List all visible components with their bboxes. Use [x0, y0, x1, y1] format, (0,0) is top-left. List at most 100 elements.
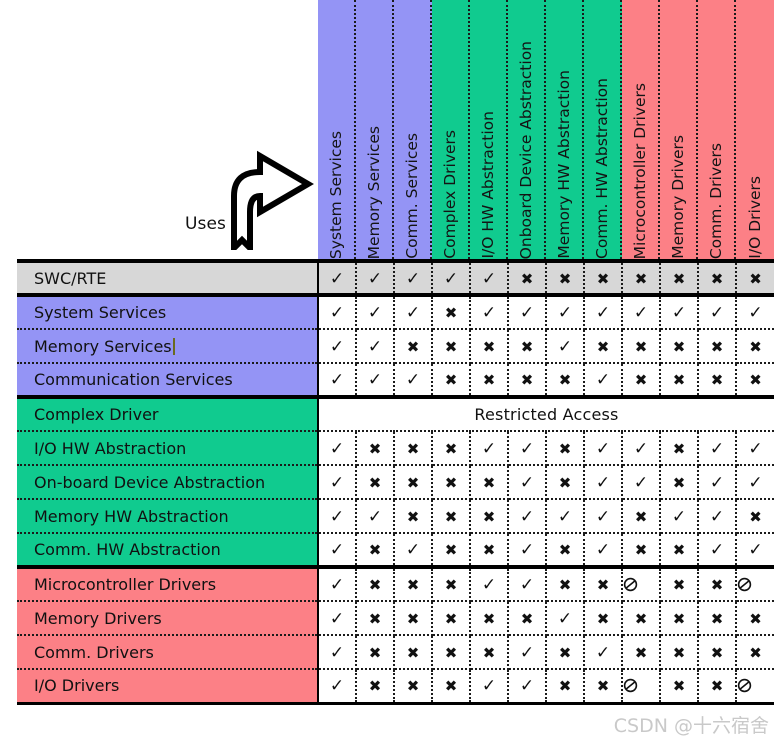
cell-allowed[interactable]: ✓ [508, 431, 547, 466]
cell-not-allowed[interactable]: ✖ [736, 499, 774, 534]
cell-allowed[interactable]: ✓ [394, 533, 433, 568]
cell-not-allowed[interactable]: ✖ [394, 635, 433, 670]
cell-allowed[interactable]: ✓ [394, 293, 433, 330]
row-label[interactable]: Microcontroller Drivers [17, 565, 319, 602]
cell-not-allowed[interactable]: ✖ [508, 363, 547, 398]
cell-allowed[interactable]: ✓ [318, 259, 357, 296]
cell-not-allowed[interactable]: ✖ [432, 669, 471, 703]
row-label[interactable]: Comm. HW Abstraction [17, 533, 319, 568]
cell-not-allowed[interactable]: ✖ [660, 565, 699, 602]
cell-allowed[interactable]: ✓ [318, 565, 357, 602]
cell-allowed[interactable]: ✓ [508, 533, 547, 568]
cell-not-allowed[interactable]: ✖ [736, 601, 774, 636]
cell-not-allowed[interactable]: ✖ [584, 565, 623, 602]
cell-not-allowed[interactable]: ✖ [394, 465, 433, 500]
cell-not-allowed[interactable]: ✖ [470, 329, 509, 364]
cell-allowed[interactable]: ✓ [318, 499, 357, 534]
cell-not-allowed[interactable]: ✖ [584, 669, 623, 703]
row-label[interactable]: Memory Drivers [17, 601, 319, 636]
cell-allowed[interactable]: ✓ [356, 259, 395, 296]
cell-allowed[interactable]: ✓ [394, 363, 433, 398]
cell-not-allowed[interactable]: ✖ [356, 669, 395, 703]
cell-allowed[interactable]: ✓ [318, 329, 357, 364]
cell-forbidden[interactable] [622, 669, 661, 703]
cell-allowed[interactable]: ✓ [318, 431, 357, 466]
cell-allowed[interactable]: ✓ [546, 601, 585, 636]
cell-allowed[interactable]: ✓ [470, 431, 509, 466]
cell-not-allowed[interactable]: ✖ [508, 259, 547, 296]
cell-not-allowed[interactable]: ✖ [432, 499, 471, 534]
cell-not-allowed[interactable]: ✖ [394, 499, 433, 534]
cell-not-allowed[interactable]: ✖ [356, 635, 395, 670]
cell-not-allowed[interactable]: ✖ [470, 499, 509, 534]
row-label[interactable]: Comm. Drivers [17, 635, 319, 670]
cell-not-allowed[interactable]: ✖ [622, 635, 661, 670]
cell-not-allowed[interactable]: ✖ [660, 363, 699, 398]
cell-not-allowed[interactable]: ✖ [660, 431, 699, 466]
cell-not-allowed[interactable]: ✖ [698, 669, 737, 703]
cell-allowed[interactable]: ✓ [584, 363, 623, 398]
cell-forbidden[interactable] [736, 669, 774, 703]
cell-allowed[interactable]: ✓ [622, 293, 661, 330]
cell-not-allowed[interactable]: ✖ [546, 533, 585, 568]
cell-not-allowed[interactable]: ✖ [698, 259, 737, 296]
cell-allowed[interactable]: ✓ [622, 465, 661, 500]
cell-allowed[interactable]: ✓ [356, 293, 395, 330]
cell-not-allowed[interactable]: ✖ [546, 635, 585, 670]
cell-not-allowed[interactable]: ✖ [546, 363, 585, 398]
cell-not-allowed[interactable]: ✖ [584, 329, 623, 364]
cell-allowed[interactable]: ✓ [736, 293, 774, 330]
cell-allowed[interactable]: ✓ [660, 293, 699, 330]
cell-allowed[interactable]: ✓ [470, 259, 509, 296]
cell-allowed[interactable]: ✓ [318, 465, 357, 500]
cell-not-allowed[interactable]: ✖ [546, 465, 585, 500]
cell-not-allowed[interactable]: ✖ [508, 601, 547, 636]
cell-not-allowed[interactable]: ✖ [394, 329, 433, 364]
cell-not-allowed[interactable]: ✖ [470, 533, 509, 568]
cell-not-allowed[interactable]: ✖ [736, 329, 774, 364]
cell-not-allowed[interactable]: ✖ [660, 533, 699, 568]
cell-not-allowed[interactable]: ✖ [546, 669, 585, 703]
cell-not-allowed[interactable]: ✖ [432, 635, 471, 670]
cell-not-allowed[interactable]: ✖ [698, 329, 737, 364]
cell-not-allowed[interactable]: ✖ [394, 431, 433, 466]
cell-not-allowed[interactable]: ✖ [660, 635, 699, 670]
cell-not-allowed[interactable]: ✖ [660, 259, 699, 296]
cell-allowed[interactable]: ✓ [470, 669, 509, 703]
cell-allowed[interactable]: ✓ [318, 533, 357, 568]
cell-allowed[interactable]: ✓ [698, 293, 737, 330]
cell-allowed[interactable]: ✓ [698, 533, 737, 568]
cell-not-allowed[interactable]: ✖ [622, 499, 661, 534]
cell-not-allowed[interactable]: ✖ [660, 601, 699, 636]
cell-allowed[interactable]: ✓ [698, 499, 737, 534]
cell-allowed[interactable]: ✓ [546, 293, 585, 330]
cell-not-allowed[interactable]: ✖ [432, 565, 471, 602]
cell-allowed[interactable]: ✓ [584, 293, 623, 330]
cell-allowed[interactable]: ✓ [584, 465, 623, 500]
cell-allowed[interactable]: ✓ [356, 499, 395, 534]
cell-not-allowed[interactable]: ✖ [394, 601, 433, 636]
cell-allowed[interactable]: ✓ [584, 499, 623, 534]
cell-not-allowed[interactable]: ✖ [432, 431, 471, 466]
cell-allowed[interactable]: ✓ [736, 533, 774, 568]
cell-not-allowed[interactable]: ✖ [394, 565, 433, 602]
cell-not-allowed[interactable]: ✖ [432, 293, 471, 330]
cell-allowed[interactable]: ✓ [470, 565, 509, 602]
cell-not-allowed[interactable]: ✖ [470, 635, 509, 670]
cell-not-allowed[interactable]: ✖ [584, 259, 623, 296]
cell-not-allowed[interactable]: ✖ [622, 259, 661, 296]
cell-allowed[interactable]: ✓ [736, 465, 774, 500]
cell-not-allowed[interactable]: ✖ [584, 601, 623, 636]
cell-allowed[interactable]: ✓ [394, 259, 433, 296]
cell-not-allowed[interactable]: ✖ [698, 635, 737, 670]
cell-not-allowed[interactable]: ✖ [432, 533, 471, 568]
cell-allowed[interactable]: ✓ [698, 431, 737, 466]
cell-not-allowed[interactable]: ✖ [698, 565, 737, 602]
cell-not-allowed[interactable]: ✖ [394, 669, 433, 703]
cell-allowed[interactable]: ✓ [736, 431, 774, 466]
cell-allowed[interactable]: ✓ [356, 329, 395, 364]
cell-not-allowed[interactable]: ✖ [660, 329, 699, 364]
cell-not-allowed[interactable]: ✖ [432, 363, 471, 398]
cell-not-allowed[interactable]: ✖ [546, 259, 585, 296]
cell-forbidden[interactable] [736, 565, 774, 602]
